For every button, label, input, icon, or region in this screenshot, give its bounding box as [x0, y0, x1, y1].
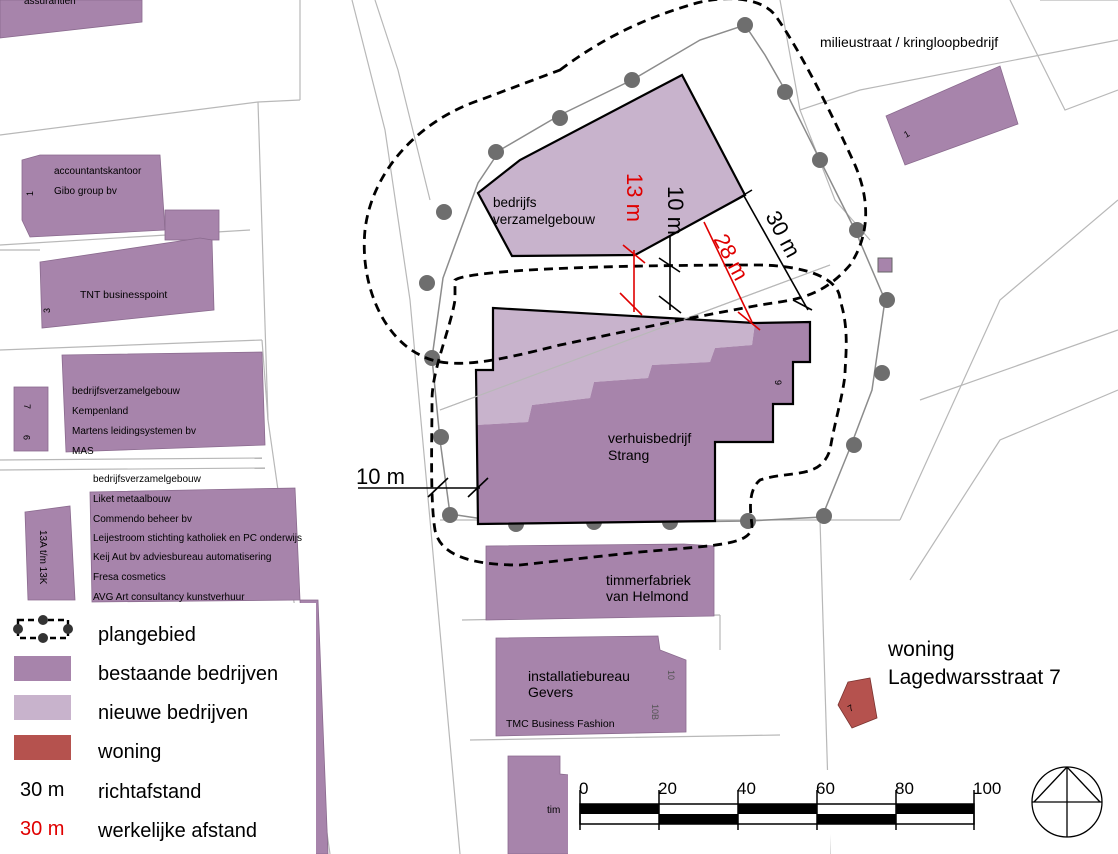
- label-liket: Liket metaalbouw: [93, 494, 172, 505]
- label-leijestroom: Leijestroom stichting katholiek en PC on…: [93, 533, 302, 544]
- scale-tick-40: 40: [737, 779, 756, 798]
- label-gibo: Gibo group bv: [54, 186, 117, 197]
- label-kempenland: Kempenland: [72, 406, 128, 417]
- map-labels-center: milieustraat / kringloopbedrijf bedrijfs…: [493, 34, 1061, 816]
- map-labels-left: assurantien accountantskantoor Gibo grou…: [24, 0, 302, 603]
- scale-tick-80: 80: [895, 779, 914, 798]
- legend-nieuwe-label: nieuwe bedrijven: [98, 702, 248, 724]
- label-bedrijfs: bedrijfs: [493, 195, 537, 210]
- legend-woning-label: woning: [97, 741, 161, 763]
- legend-werk-value: 30 m: [20, 818, 64, 840]
- label-installatiebureau: installatiebureau: [528, 668, 630, 684]
- building-tnt: [39, 237, 215, 329]
- new-building-strang-extension: [476, 308, 755, 425]
- label-bvg2: bedrijfsverzamelgebouw: [93, 474, 202, 485]
- scale-tick-60: 60: [816, 779, 835, 798]
- legend-bestaande-label: bestaande bedrijven: [98, 663, 278, 685]
- label-woning: woning: [887, 638, 955, 661]
- label-lagedwarsstraat: Lagedwarsstraat 7: [888, 666, 1061, 689]
- legend-richt-value: 30 m: [20, 779, 64, 801]
- house-number-7: 7: [22, 404, 32, 409]
- house-number-9b: 9: [773, 380, 783, 385]
- distance-10m-left-label: 10 m: [356, 464, 405, 489]
- verhuisbedrijf-outline: [474, 306, 812, 526]
- label-tnt: TNT businesspoint: [80, 289, 167, 301]
- building-7-9: [13, 386, 49, 452]
- legend: plangebied bestaande bedrijven nieuwe be…: [0, 603, 316, 854]
- distance-lines: [358, 189, 813, 498]
- zone-contour-large: [362, 0, 868, 365]
- scale-tick-0: 0: [579, 779, 588, 798]
- scale-bar: 0 20 40 60 80 100: [568, 770, 1001, 854]
- house-number-10b: 10B: [650, 704, 660, 720]
- distance-28m-label: 28 m: [709, 230, 754, 285]
- scale-tick-20: 20: [658, 779, 677, 798]
- house-number-9a: 9: [22, 435, 32, 440]
- label-gevers: Gevers: [528, 684, 573, 700]
- legend-bestaande-swatch: [14, 656, 71, 681]
- building-milieustraat-1: [885, 65, 1019, 166]
- distance-30m-label: 30 m: [761, 207, 806, 262]
- label-strang: Strang: [608, 447, 649, 463]
- label-bvg1: bedrijfsverzamelgebouw: [72, 386, 181, 397]
- north-arrow-icon: [1031, 766, 1103, 838]
- legend-plangebied-label: plangebied: [98, 624, 196, 646]
- legend-nieuwe-swatch: [14, 695, 71, 720]
- label-commendo: Commendo beheer bv: [93, 514, 192, 525]
- zone-contour-small: [430, 263, 848, 567]
- legend-werk-label: werkelijke afstand: [97, 820, 257, 842]
- house-number-1b: 1: [902, 129, 911, 140]
- legend-background: [0, 603, 316, 854]
- building-annex-1: [164, 209, 220, 241]
- house-number-3: 3: [42, 308, 52, 313]
- label-timmerfabriek: timmerfabriek: [606, 572, 692, 588]
- house-number-1a: 1: [25, 191, 35, 196]
- label-accountantskantoor: accountantskantoor: [54, 166, 142, 177]
- distance-13m-label: 13 m: [622, 173, 647, 222]
- label-avg: AVG Art consultancy kunstverhuur: [93, 592, 245, 603]
- faint-line-over-building: [439, 264, 831, 411]
- label-tim: tim: [547, 805, 560, 816]
- building-installatiebureau: [495, 635, 687, 737]
- house-number-7-woning: 7: [846, 703, 855, 714]
- small-square: [877, 257, 893, 273]
- distance-10m-label: 10 m: [663, 186, 688, 235]
- dwelling-lagedwarsstraat-7: [837, 677, 878, 729]
- building-assurantien: [0, 0, 143, 39]
- scale-tick-100: 100: [973, 779, 1001, 798]
- label-assurantien: assurantien: [24, 0, 76, 7]
- label-verhuisbedrijf: verhuisbedrijf: [608, 430, 691, 446]
- label-verzamelgebouw: verzamelgebouw: [493, 212, 595, 227]
- label-van-helmond: van Helmond: [606, 588, 689, 604]
- building-timmerfabriek: [485, 543, 715, 621]
- label-milieustraat: milieustraat / kringloopbedrijf: [820, 34, 998, 50]
- house-number-13: 13A t/m 13K: [37, 530, 48, 585]
- label-martens: Martens leidingsystemen bv: [72, 426, 196, 437]
- house-number-10: 10: [666, 670, 676, 680]
- building-kempenland: [61, 351, 266, 453]
- building-13: [24, 505, 76, 601]
- building-bvg2: [89, 487, 301, 603]
- label-keij: Keij Aut bv adviesbureau automatisering: [93, 552, 271, 563]
- legend-woning-swatch: [14, 735, 71, 760]
- label-mas: MAS: [72, 446, 94, 457]
- new-building-bedrijfsverzamelgebouw: [476, 73, 747, 258]
- label-fresa: Fresa cosmetics: [93, 572, 166, 583]
- house-numbers: 1 3 7 9 13A t/m 13K 1 9 10 10B 7: [22, 129, 911, 720]
- legend-richt-label: richtafstand: [98, 781, 201, 803]
- building-verhuisbedrijf-strang: [476, 322, 810, 524]
- label-tmc: TMC Business Fashion: [506, 718, 615, 730]
